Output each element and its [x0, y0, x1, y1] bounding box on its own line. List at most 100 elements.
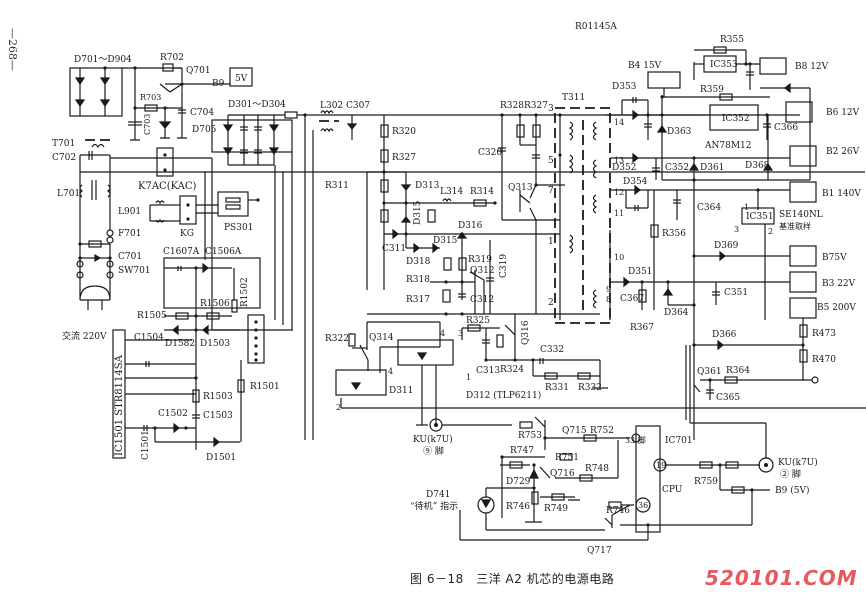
resistor-r364	[724, 376, 738, 384]
page-number: —268—	[6, 28, 19, 71]
label-se140nl: SE140NL	[779, 210, 823, 220]
diode-d701	[74, 77, 86, 86]
label-r356: R356	[662, 229, 686, 239]
resistor-r473	[799, 324, 808, 338]
resistor-r320	[380, 124, 389, 138]
label-ic701: IC701	[665, 436, 693, 446]
label-b4-15v: B4 15V	[628, 61, 662, 71]
label-r470: R470	[812, 355, 836, 365]
inductor-l701	[79, 184, 83, 198]
label-c701: C701	[118, 252, 142, 262]
label-d316: D316	[458, 221, 483, 231]
label-ps301: PS301	[224, 223, 253, 233]
label-ac-220v: 交流 220V	[62, 330, 107, 342]
label-d312-pin4: 4	[440, 329, 445, 338]
label-r702: R702	[160, 53, 184, 63]
label-b7-5v: B75V	[822, 253, 847, 263]
label-c704: C704	[190, 108, 214, 118]
diode-c1502	[173, 422, 180, 434]
label-d1501: D1501	[206, 453, 236, 463]
label-b9-5v: B9 (5V)	[775, 485, 809, 496]
diode-d369	[719, 250, 726, 262]
cpu-pin33	[631, 433, 641, 443]
label-ku-pin2-number: ② 脚	[780, 469, 801, 480]
label-q701: Q701	[186, 66, 211, 76]
transistor-q717	[604, 517, 613, 526]
label-b9: B9	[212, 79, 225, 89]
label-r325: R325	[466, 316, 490, 326]
label-l701: L701	[57, 189, 80, 199]
standby-rectifier-section: D701～D904 R702 Q701 B9 5V R703 C703 C704…	[69, 53, 253, 141]
label-c1506a: C1506A	[205, 247, 242, 257]
diode-d703	[74, 99, 86, 108]
label-l314: L314	[440, 187, 463, 197]
label-q717: Q717	[587, 546, 612, 556]
resistor-r753	[519, 421, 533, 429]
ic352-an78m12	[709, 104, 759, 131]
label-r473: R473	[812, 329, 836, 339]
transistor-q361	[693, 384, 701, 393]
label-c365: C365	[716, 393, 740, 403]
label-d311-pin2: 2	[336, 403, 341, 412]
label-c364: C364	[697, 203, 721, 213]
label-an78m12: AN78M12	[704, 141, 752, 151]
diode-c1506a	[202, 262, 209, 274]
label-ku-pin2: KU(k7U)	[778, 457, 818, 468]
label-c307: C307	[346, 101, 370, 111]
label-d364: D364	[664, 308, 689, 318]
label-cpu-pin33: 33 脚	[625, 435, 646, 445]
label-t-pin12: 12	[614, 188, 624, 197]
resistor-r318	[443, 257, 452, 271]
part-code-label: R01145A	[575, 22, 617, 32]
label-c319: C319	[499, 254, 509, 278]
switching-section: R320 R327 D313 L314 R314 D315 C311 D318 …	[366, 115, 600, 316]
b9-5v-box	[229, 67, 253, 87]
label-c367: C367	[620, 294, 644, 304]
switch-sw701	[76, 260, 84, 268]
resistor-r759	[699, 461, 713, 469]
resistor-r314	[473, 199, 487, 207]
diode-d315-vertical	[400, 216, 412, 223]
label-d315: D315	[433, 236, 458, 246]
label-cpu-pin36: 36	[638, 501, 648, 510]
label-t311: T311	[562, 93, 585, 103]
label-r747: R747	[510, 446, 534, 456]
label-cpu-pin19: 19	[656, 461, 666, 470]
label-b5-200v: B5 200V	[817, 303, 856, 313]
label-t-pin11: 11	[614, 209, 624, 218]
diode-d1503	[202, 324, 209, 336]
label-b8-12v: B8 12V	[795, 62, 829, 72]
transistor-q312	[469, 271, 485, 281]
label-c352: C352	[665, 163, 689, 173]
main-dc-line: L302 C307 R311	[303, 101, 760, 440]
label-q716: Q716	[550, 469, 575, 479]
resistor-r367	[638, 289, 647, 303]
label-c1503: C1503	[203, 411, 233, 421]
resistor-r324	[496, 334, 504, 348]
resistor-r470	[799, 349, 808, 363]
label-ic352: IC352	[722, 114, 750, 124]
diode-d318	[413, 242, 420, 254]
diode-d1501	[213, 436, 220, 448]
label-t-pin7: 7	[548, 186, 554, 196]
resistor-r355	[713, 46, 727, 54]
standby-control-section: R753 Q715 R752 33 脚 IC701 R747 R751 R748…	[410, 345, 818, 556]
label-r364: R364	[726, 366, 750, 376]
diode-d353	[632, 109, 639, 121]
label-r1502: R1502	[240, 277, 250, 307]
label-ic1501: IC1501 STR8114SA	[114, 354, 125, 456]
label-r320: R320	[392, 127, 416, 137]
label-d315-vertical: D315	[413, 200, 423, 225]
b3-22v-box	[789, 271, 817, 293]
label-c311: C311	[382, 244, 406, 254]
resistor-r327	[380, 149, 389, 163]
b4-15v-box	[647, 71, 681, 89]
label-r332: R332	[578, 383, 602, 393]
label-ku-pin9: KU(k7U)	[413, 434, 453, 445]
label-d301-d304: D301～D304	[228, 100, 286, 110]
label-l302: L302	[320, 101, 343, 111]
t311-primary-section: R328 R327 C320 Q313 T311 3 5 7 1 2	[478, 93, 611, 324]
resistor-r1502	[231, 299, 238, 313]
label-q313: Q313	[508, 183, 533, 193]
